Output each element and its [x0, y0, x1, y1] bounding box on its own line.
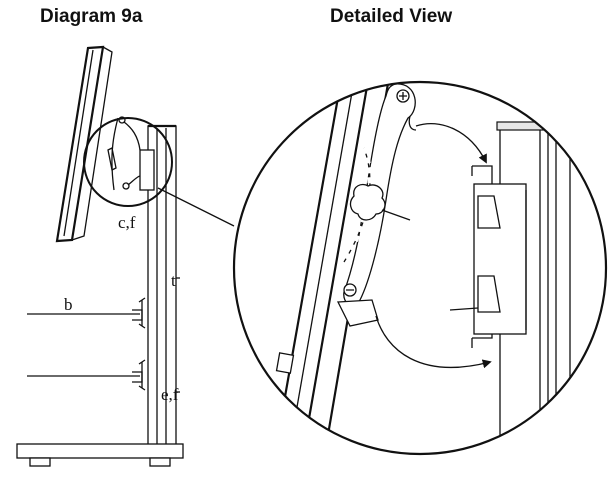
- stand-base: [16, 443, 184, 467]
- detailed-view: [232, 80, 608, 456]
- diagram-title: Diagram 9a: [40, 6, 143, 27]
- arrow-top-hook: [415, 122, 487, 164]
- detail-circle: [232, 80, 608, 456]
- hook-upper: [27, 297, 146, 329]
- pole-mount-bracket: [449, 165, 527, 348]
- arrow-bottom-hook: [375, 315, 492, 369]
- overview-bracket: [107, 116, 155, 191]
- label-e-f: e,f: [161, 385, 179, 404]
- stand-overview: c,f t b e,f: [16, 45, 235, 467]
- label-b: b: [64, 295, 73, 314]
- monitor-frame-detail: [270, 82, 394, 454]
- detail-highlight-circle: [83, 117, 173, 207]
- monitor-screen: [55, 45, 113, 243]
- adjustment-knob: [349, 183, 411, 221]
- detailed-view-title: Detailed View: [330, 6, 453, 27]
- label-c-f: c,f: [118, 213, 136, 232]
- callout-line-lower: [157, 187, 235, 227]
- label-t: t: [171, 271, 176, 290]
- hook-lower: [27, 359, 146, 391]
